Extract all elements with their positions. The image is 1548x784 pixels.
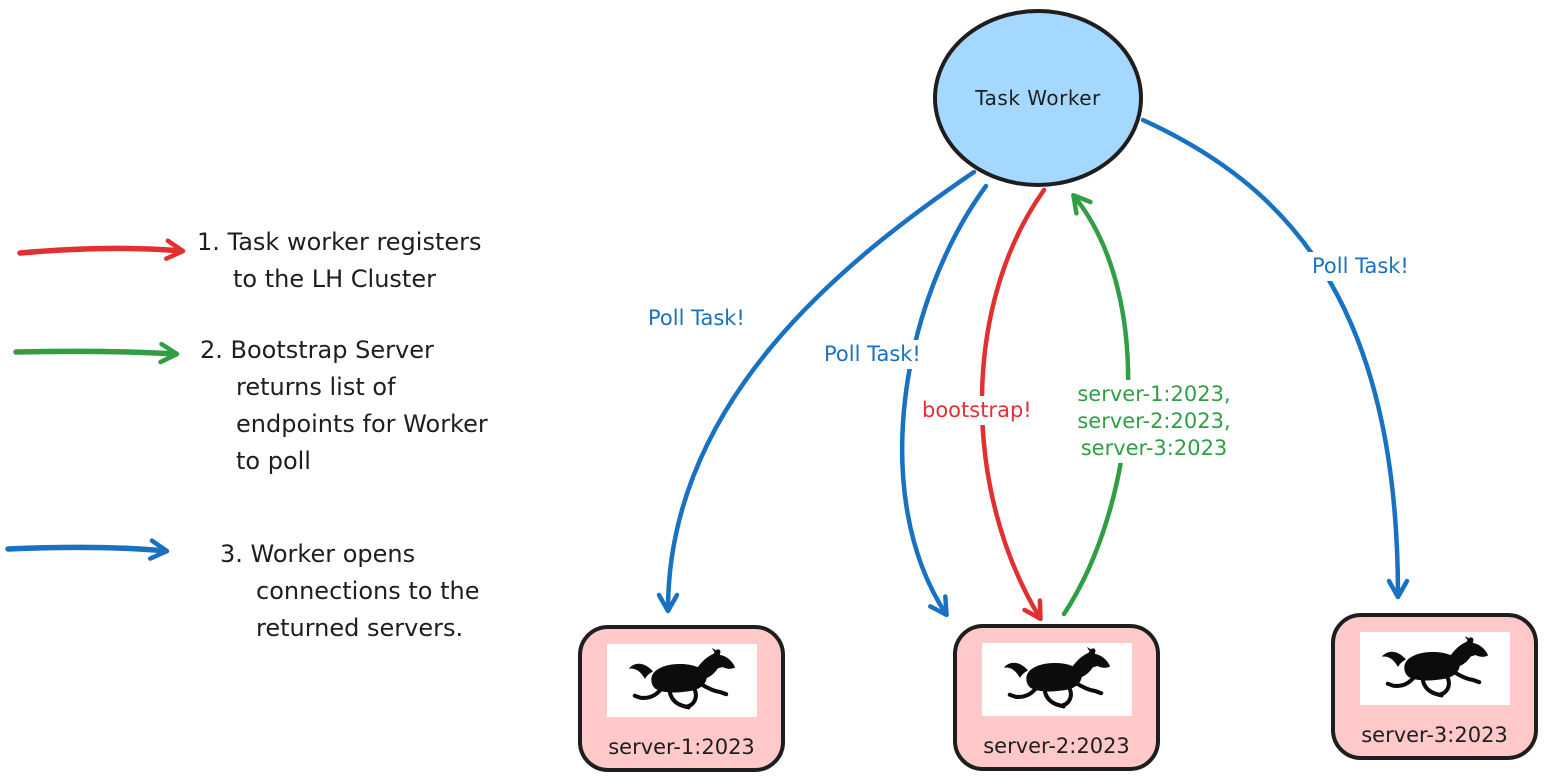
server-node-3: server-3:2023: [1331, 613, 1538, 760]
legend-item-1-text: 1. Task worker registers to the LH Clust…: [197, 228, 482, 293]
horse-icon: [986, 647, 1128, 713]
server-label-1: server-1:2023: [608, 735, 755, 759]
poll-task-label-mid: Poll Task!: [820, 340, 925, 369]
legend-arrow-green-icon: [13, 341, 180, 365]
legend-item-2-text: 2. Bootstrap Server returns list of endp…: [200, 336, 488, 475]
legend-arrow-red-icon: [17, 238, 186, 261]
bootstrap-label: bootstrap!: [918, 396, 1036, 425]
poll-task-arrow-left: [656, 169, 977, 614]
server-node-1: server-1:2023: [578, 625, 785, 772]
legend-arrow-blue-icon: [5, 538, 170, 561]
poll-task-label-right: Poll Task!: [1308, 252, 1413, 281]
horse-icon: [611, 648, 753, 714]
legend-item-3-text: 3. Worker opens connections to the retur…: [220, 540, 480, 642]
horse-image-2: [982, 643, 1132, 716]
task-worker-label: Task Worker: [975, 86, 1101, 110]
horse-image-1: [607, 644, 757, 717]
poll-task-label-left: Poll Task!: [644, 304, 749, 333]
endpoints-label: server-1:2023, server-2:2023, server-3:2…: [1068, 380, 1240, 463]
server-label-2: server-2:2023: [983, 734, 1130, 758]
poll-task-arrow-right: [1140, 117, 1410, 600]
horse-icon: [1364, 636, 1506, 702]
horse-image-3: [1360, 632, 1510, 705]
task-worker-node: Task Worker: [933, 9, 1143, 187]
server-node-2: server-2:2023: [953, 624, 1160, 771]
server-label-3: server-3:2023: [1361, 723, 1508, 747]
